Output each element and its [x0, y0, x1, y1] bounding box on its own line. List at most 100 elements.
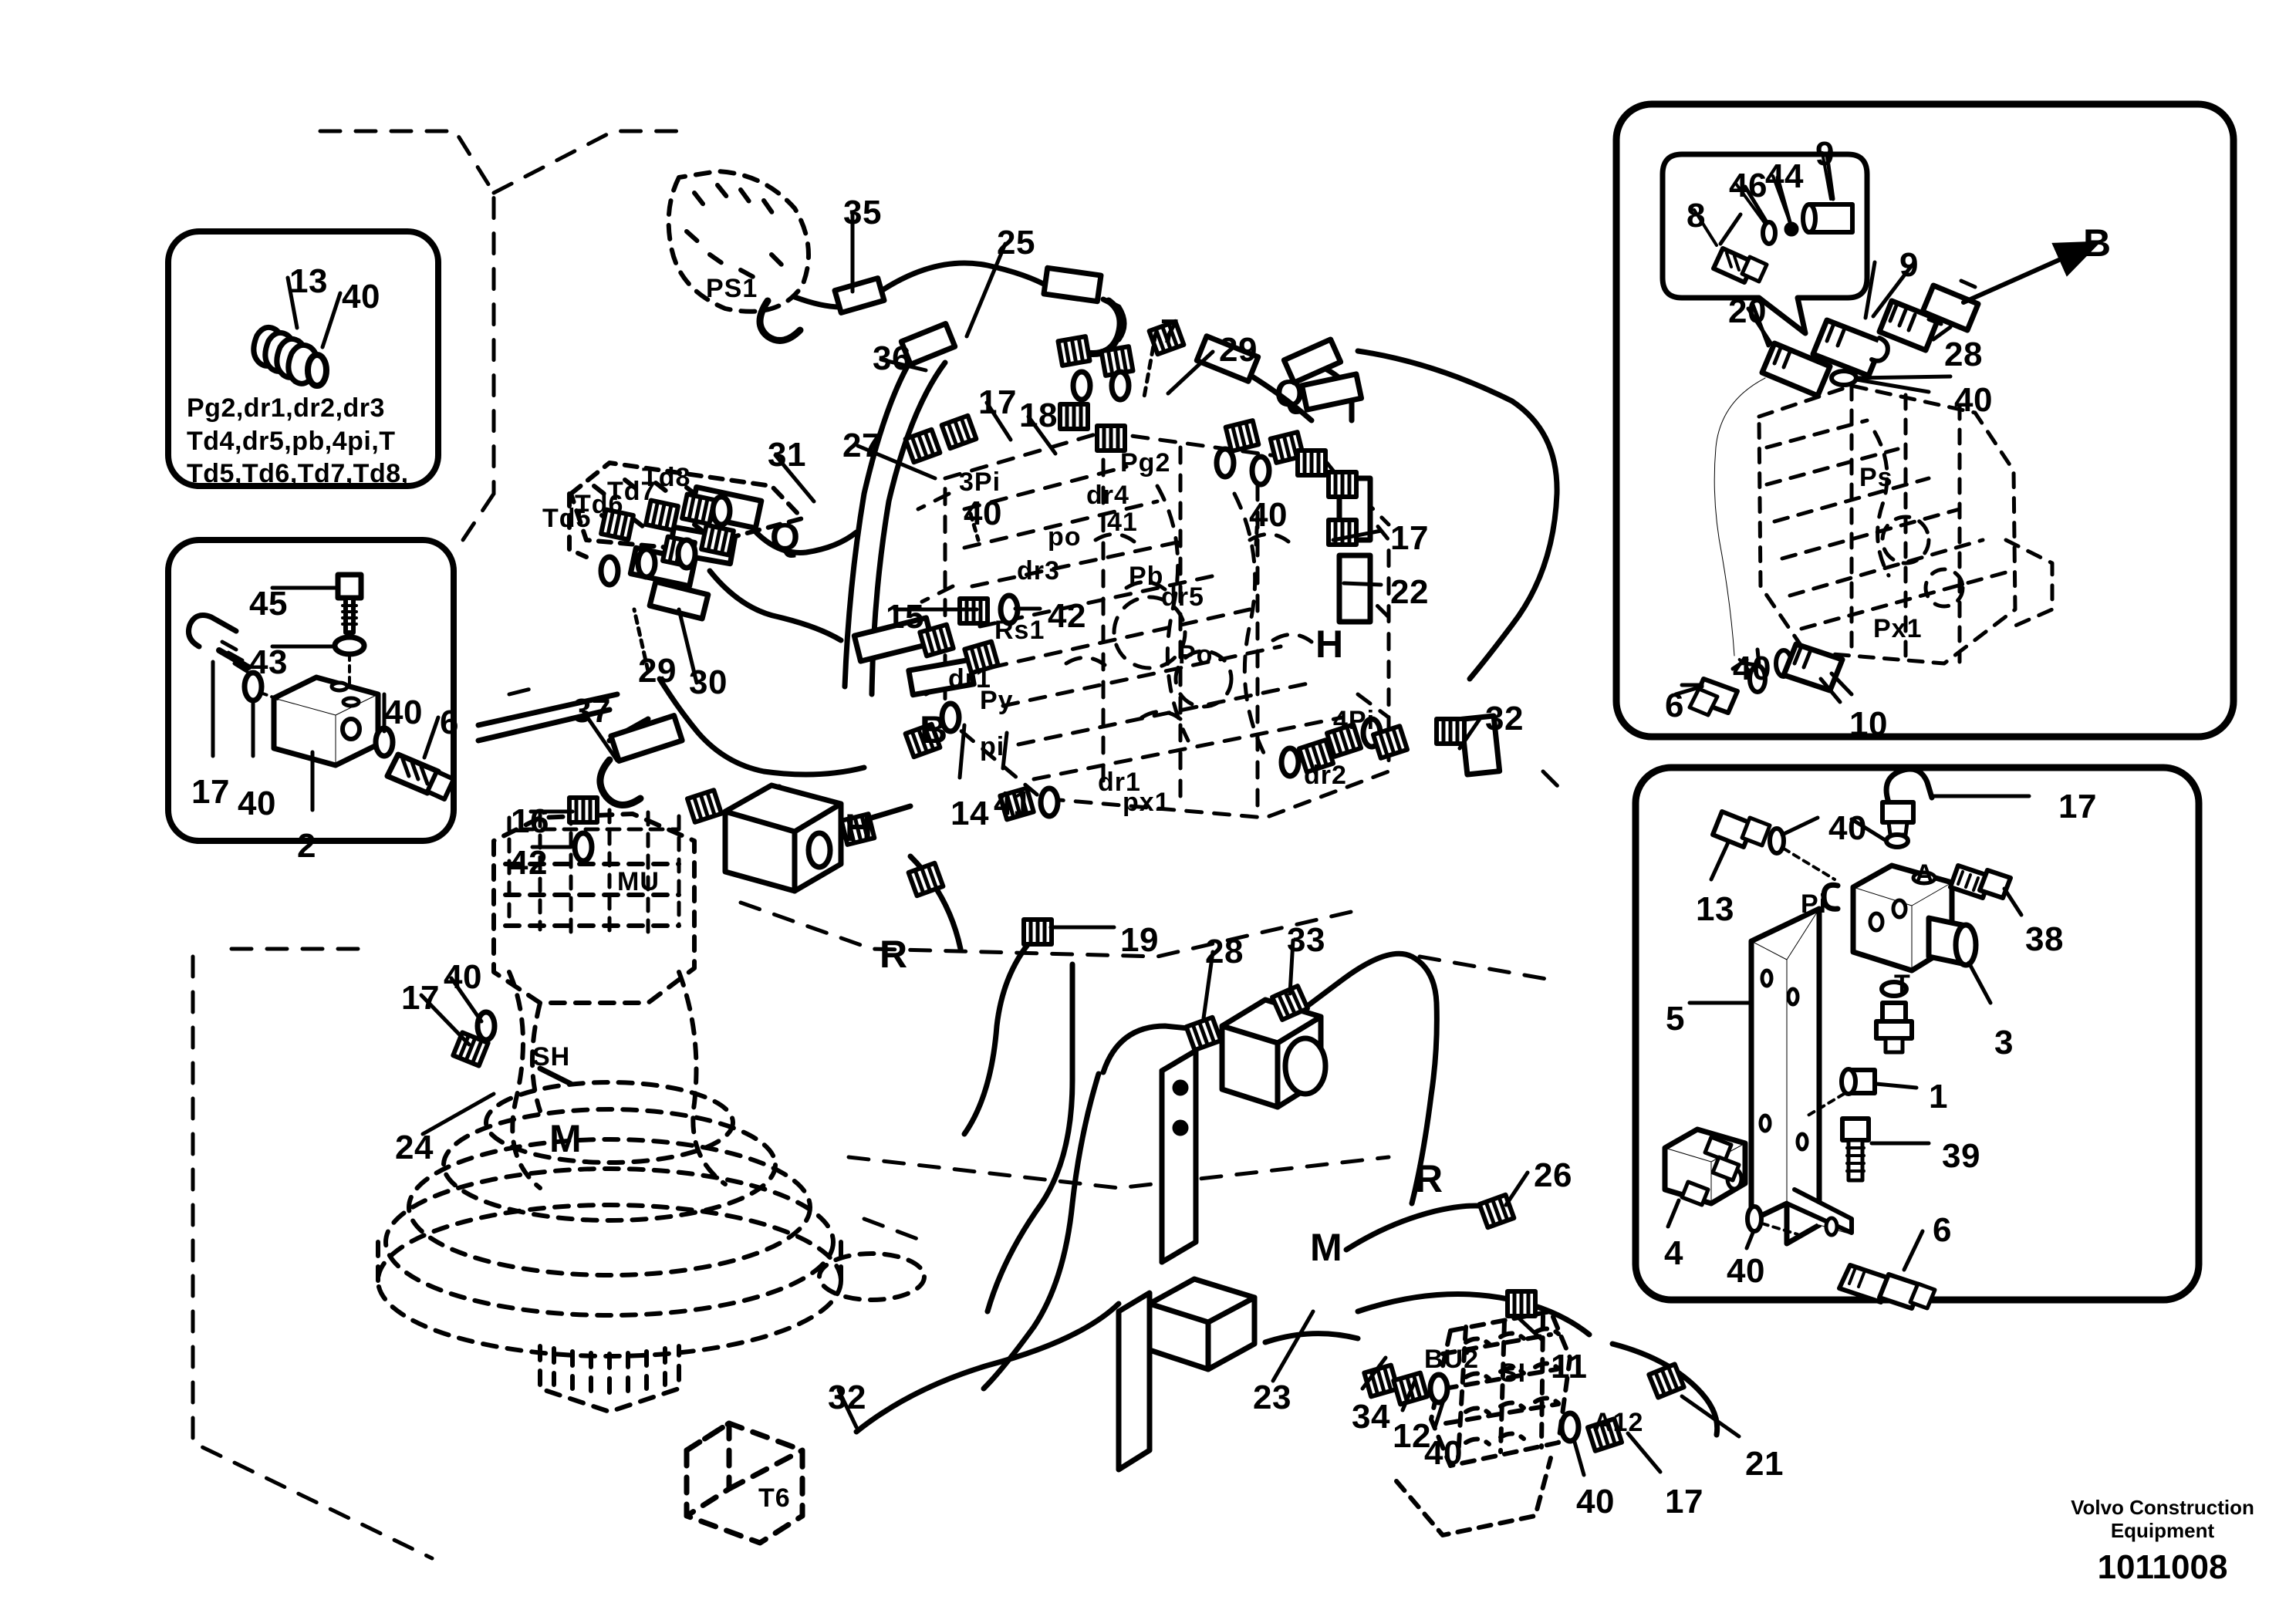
- flow-marker-r: R: [1415, 1157, 1443, 1200]
- lower-right-callout-6: 6: [1933, 1211, 1952, 1249]
- valve-block-callout-40: 40: [238, 785, 276, 822]
- callout-number-41: 41: [994, 785, 1032, 822]
- seal-kit-callout-40: 40: [342, 278, 380, 316]
- callout-number-21: 21: [1745, 1445, 1784, 1483]
- seal-kit-note: Pg2,dr1,dr2,dr3 Td4,dr5,pb,4pi,T Td5,Td6…: [187, 393, 409, 488]
- hydraulic-hose-runs: [475, 260, 1720, 1438]
- callout-number-25: 25: [997, 224, 1035, 262]
- flow-marker-m: M: [1310, 1226, 1343, 1269]
- brand-block: Volvo Construction Equipment 1011008: [2035, 1496, 2290, 1588]
- port-label-3pi: 3Pi: [959, 467, 1001, 497]
- detail-box-upper-right: [1612, 100, 2237, 741]
- flow-marker-b-detail: B: [2083, 221, 2112, 265]
- port-label-si: SI: [1500, 1358, 1527, 1388]
- port-label-dr2: dr2: [1304, 761, 1347, 790]
- port-label-px1: px1: [1123, 788, 1170, 817]
- port-label-po: Po: [1178, 640, 1214, 670]
- callout-number-32: 32: [1485, 700, 1524, 737]
- valve-block-callout-2: 2: [297, 827, 316, 865]
- port-label-po: po: [1048, 522, 1082, 552]
- callout-number-37: 37: [572, 692, 611, 730]
- callout-number-30: 30: [689, 663, 728, 701]
- upper-right-callout-9: 9: [1899, 246, 1919, 284]
- upper-right-callout-28: 28: [1944, 336, 1983, 373]
- lower-right-port-t: T: [1894, 970, 1911, 999]
- lower-right-callout-5: 5: [1666, 1000, 1685, 1038]
- port-label-td8: Td8: [642, 463, 691, 492]
- callout-number-17: 17: [1665, 1483, 1703, 1520]
- seal-kit-callout-13: 13: [289, 262, 328, 300]
- detail-box-seal-kit: [165, 228, 441, 489]
- t6-block-phantom: [684, 1420, 805, 1546]
- callout-number-7: 7: [1160, 312, 1180, 350]
- machine-outline: [191, 129, 1568, 1561]
- port-label-t6: T6: [758, 1483, 791, 1513]
- port-label-4pi: 4Pi: [1333, 706, 1376, 735]
- port-label-pi: pi: [980, 732, 1005, 761]
- callout-number-18: 18: [1019, 397, 1058, 434]
- port-label-td6: Td6: [575, 490, 624, 519]
- port-label-dr3: dr3: [1017, 556, 1060, 586]
- callout-number-40: 40: [1576, 1483, 1615, 1520]
- upper-right-port-ps: Ps: [1859, 463, 1893, 492]
- upper-right-callout-40: 40: [1733, 650, 1771, 687]
- detail-leader-lines: [1673, 152, 1953, 704]
- callout-number-23: 23: [1253, 1379, 1292, 1416]
- callout-number-32: 32: [828, 1379, 866, 1416]
- lower-right-callout-3: 3: [1994, 1024, 2014, 1061]
- callout-number-29: 29: [1219, 331, 1258, 369]
- port-label-41: 41: [1107, 508, 1138, 537]
- port-label-ps1: PS1: [706, 274, 758, 303]
- swing-motor-phantom-top: [507, 808, 681, 937]
- lower-right-port-pi: Pi: [1801, 889, 1828, 919]
- port-label-sh: SH: [532, 1042, 571, 1072]
- port-label-dr1: dr1: [948, 664, 991, 694]
- callout-number-31: 31: [768, 436, 806, 474]
- callout-number-12: 12: [1393, 1417, 1431, 1455]
- ps1-valve-phantom: [666, 169, 811, 314]
- port-label-py: Py: [980, 686, 1014, 715]
- port-label-dr5: dr5: [1161, 582, 1204, 612]
- brand-line-2: Equipment: [2110, 1518, 2215, 1542]
- callout-number-19: 19: [1120, 921, 1159, 959]
- callout-number-24: 24: [395, 1129, 434, 1166]
- upper-right-callout-20: 20: [1728, 292, 1767, 330]
- flow-marker-m: M: [549, 1117, 582, 1160]
- solenoid-valve-blocks: [722, 782, 1329, 1473]
- flow-marker-r: R: [880, 933, 908, 976]
- callout-number-34: 34: [1352, 1398, 1390, 1436]
- upper-right-callout-6: 6: [1665, 687, 1684, 724]
- callout-number-40: 40: [964, 494, 1002, 532]
- callout-number-17: 17: [1390, 519, 1429, 557]
- callout-number-15: 15: [886, 598, 924, 636]
- swing-gearbox-phantom: [376, 812, 927, 1414]
- valve-block-callout-45: 45: [249, 585, 288, 623]
- port-label-dr1: dr1: [1098, 768, 1141, 797]
- lower-right-port-a: A: [1915, 859, 1935, 889]
- upper-right-inner-callout-44: 44: [1765, 157, 1804, 195]
- callout-number-40: 40: [1424, 1434, 1463, 1472]
- port-label-bu2: BU2: [1424, 1345, 1480, 1374]
- port-label-rs1: Rs1: [994, 616, 1045, 645]
- lower-right-callout-39: 39: [1942, 1137, 1980, 1175]
- callout-number-36: 36: [873, 339, 911, 377]
- lower-right-callout-13: 13: [1696, 890, 1734, 928]
- lower-right-callout-40: 40: [1727, 1252, 1765, 1290]
- lower-right-callout-4: 4: [1664, 1234, 1683, 1272]
- valve-block-callout-17: 17: [191, 773, 230, 811]
- upper-right-inner-callout-9: 9: [1815, 135, 1835, 173]
- callout-number-17: 17: [978, 383, 1017, 421]
- callout-number-40: 40: [444, 958, 482, 996]
- detail-box-lower-right: [1632, 764, 2203, 1311]
- callout-number-28: 28: [1205, 933, 1244, 970]
- port-label-td7: Td7: [607, 477, 657, 506]
- valve-block-callout-40: 40: [384, 694, 423, 731]
- bu2-manifold-phantom: [1394, 1309, 1572, 1537]
- callout-number-42: 42: [509, 844, 548, 882]
- callout-number-27: 27: [842, 427, 881, 464]
- lower-right-callout-40: 40: [1828, 809, 1867, 847]
- lower-right-callout-1: 1: [1929, 1078, 1948, 1115]
- brand-line-1: Volvo Construction: [2071, 1496, 2254, 1519]
- port-label-mu: MU: [617, 867, 660, 896]
